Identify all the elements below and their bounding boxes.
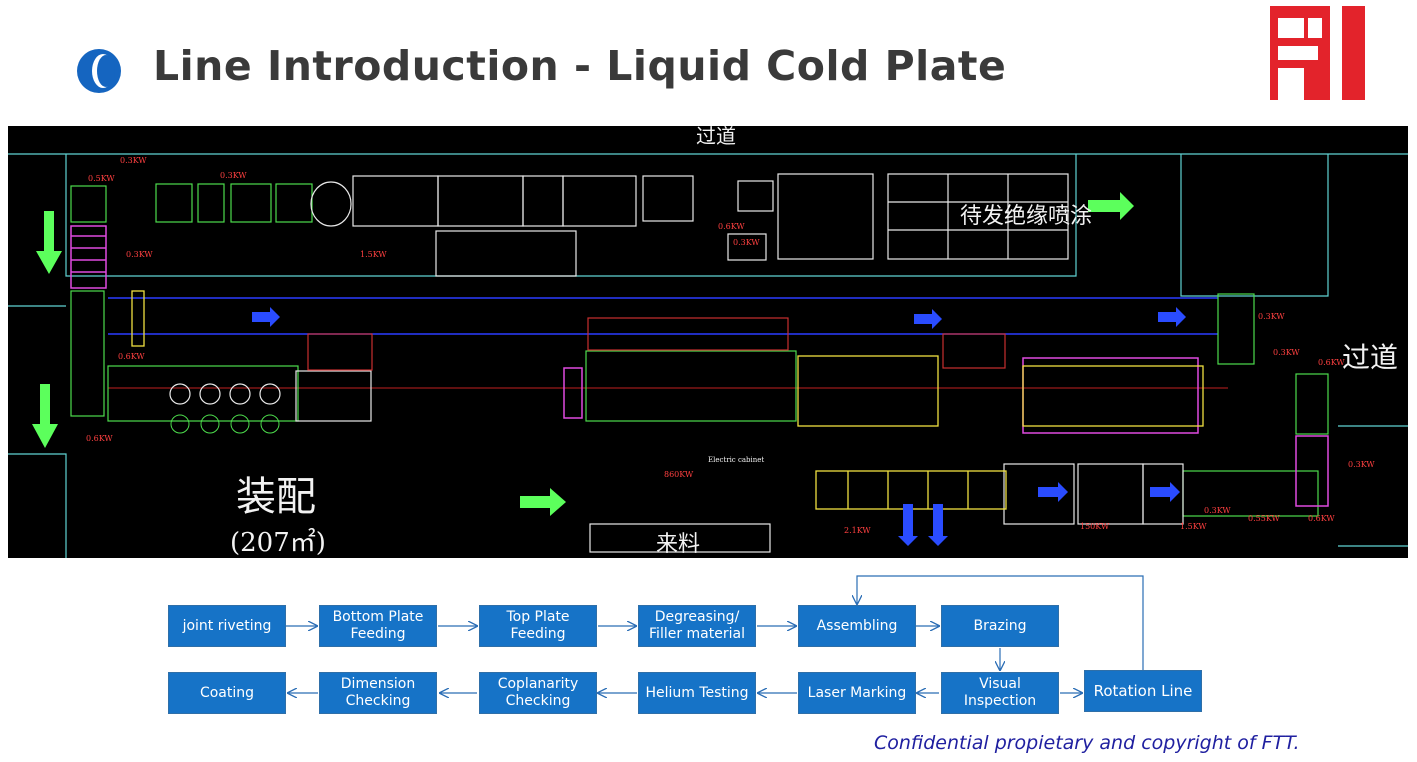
factory-layout-drawing: 过道 过道 待发绝缘喷涂 装配 (207㎡) 来料 Electric cabin…: [8, 126, 1408, 558]
layout-linework: [8, 153, 1408, 558]
step-degreasing: Degreasing/ Filler material: [638, 605, 756, 647]
power-label: 2.1KW: [844, 526, 871, 535]
power-label: 0.3KW: [126, 250, 153, 259]
power-label: 0.6KW: [718, 222, 745, 231]
power-label: 0.3KW: [1258, 312, 1285, 321]
step-brazing: Brazing: [941, 605, 1059, 647]
step-bottom-plate-feeding: Bottom Plate Feeding: [319, 605, 437, 647]
power-label: 150KW: [1080, 522, 1110, 531]
step-dimension-checking: Dimension Checking: [319, 672, 437, 714]
step-top-plate-feeding: Top Plate Feeding: [479, 605, 597, 647]
power-label: 0.3KW: [1348, 460, 1375, 469]
step-coating: Coating: [168, 672, 286, 714]
insulation-spray-label: 待发绝缘喷涂: [960, 204, 1093, 229]
step-helium-testing: Helium Testing: [638, 672, 756, 714]
power-label: 0.6KW: [1318, 358, 1345, 367]
step-visual-inspection: Visual Inspection: [941, 672, 1059, 714]
aisle-label-top: 过道: [696, 126, 736, 148]
assembly-area-size: (207㎡): [230, 528, 326, 558]
incoming-material-label: 来料: [656, 532, 701, 557]
flow-connectors: [286, 575, 1144, 730]
assembly-area-label: 装配: [236, 474, 316, 520]
power-label: 0.3KW: [1273, 348, 1300, 357]
aisle-label-right: 过道: [1342, 341, 1399, 374]
power-label: 1.5KW: [360, 250, 387, 259]
power-label: 0.5KW: [88, 174, 115, 183]
ftt-logo-icon: [1270, 6, 1365, 100]
power-label: 860KW: [664, 470, 694, 479]
electric-cabinet-label: Electric cabinet: [708, 456, 765, 464]
process-flow-diagram: joint riveting Bottom Plate Feeding Top …: [0, 560, 1417, 730]
crescent-bullet-icon: [77, 49, 121, 93]
step-assembling: Assembling: [798, 605, 916, 647]
step-rotation-line: Rotation Line: [1084, 670, 1202, 712]
step-coplanarity-checking: Coplanarity Checking: [479, 672, 597, 714]
power-label: 0.3KW: [120, 156, 147, 165]
page-title: Line Introduction - Liquid Cold Plate: [153, 42, 1007, 90]
power-label: 0.6KW: [118, 352, 145, 361]
power-label: 0.3KW: [733, 238, 760, 247]
power-label: 0.55KW: [1248, 514, 1280, 523]
power-label: 0.6KW: [86, 434, 113, 443]
step-laser-marking: Laser Marking: [798, 672, 916, 714]
step-joint-riveting: joint riveting: [168, 605, 286, 647]
power-label: 0.6KW: [1308, 514, 1335, 523]
power-label: 0.3KW: [220, 171, 247, 180]
power-label: 1.5KW: [1180, 522, 1207, 531]
confidentiality-notice: Confidential propietary and copyright of…: [874, 732, 1300, 754]
power-label: 0.3KW: [1204, 506, 1231, 515]
